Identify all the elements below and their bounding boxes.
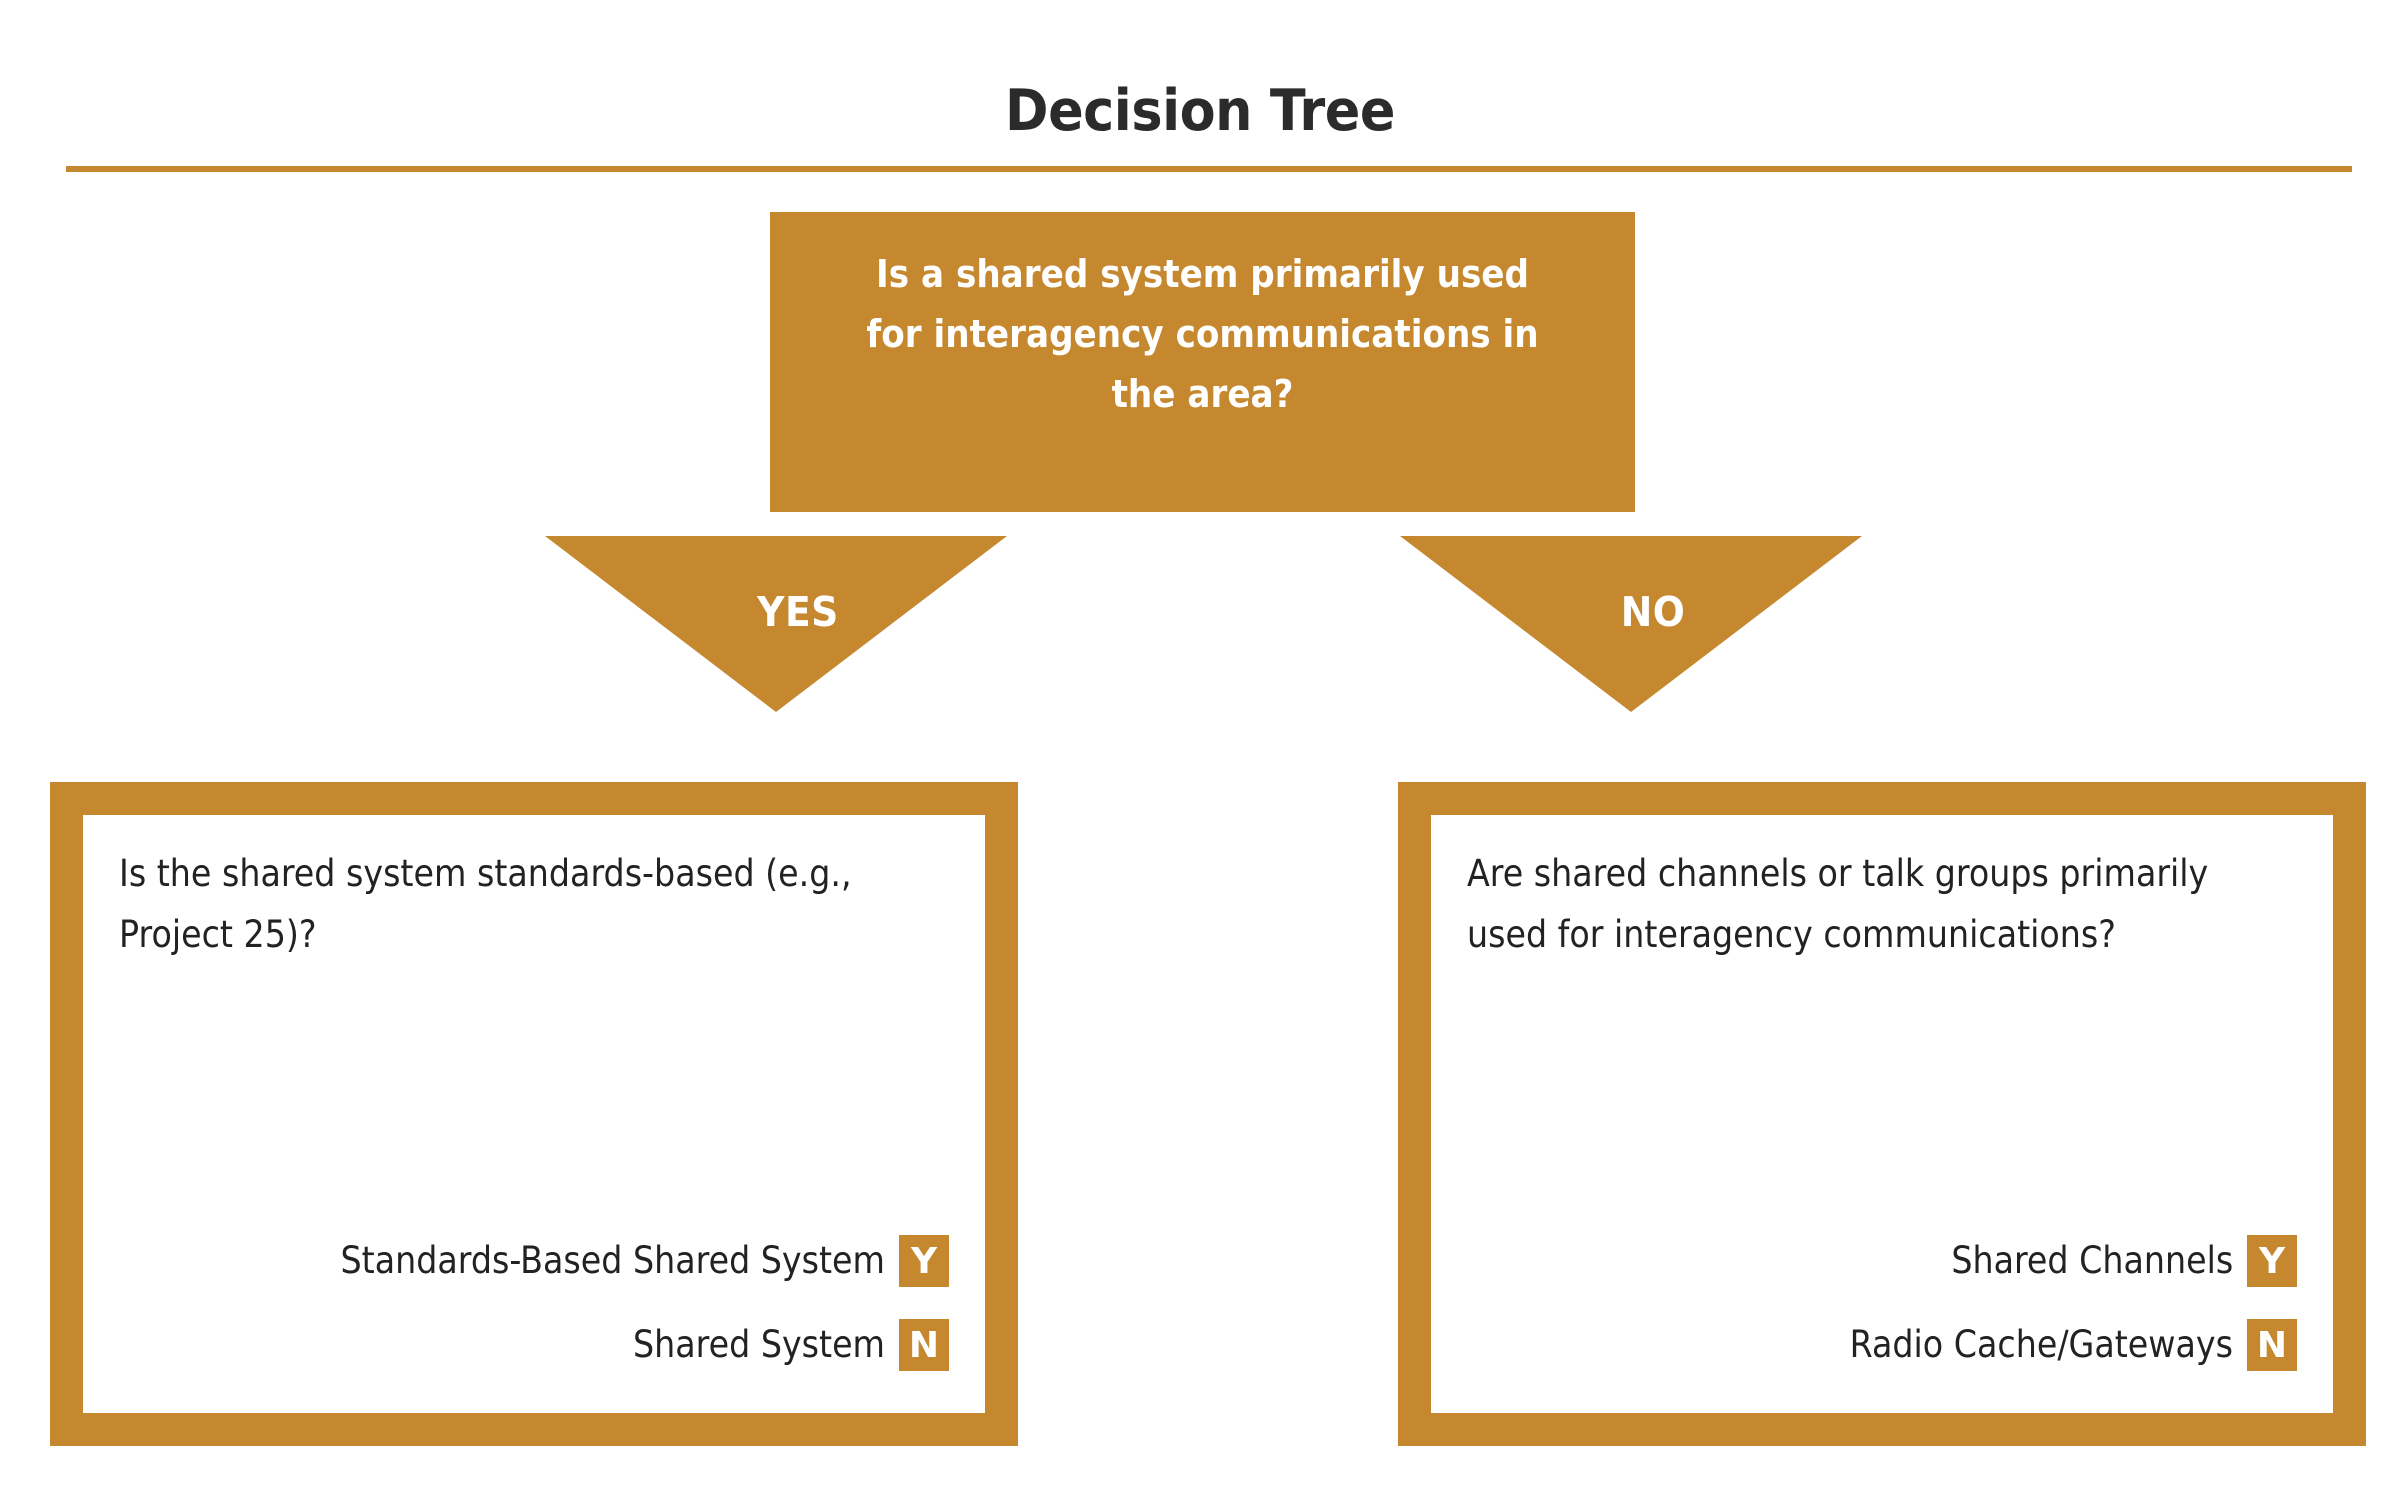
outcome-question-yes: Is the shared system standards-based (e.… [119,852,852,956]
branch-arrow-no: NO [1400,536,1862,712]
option-badge-no: N [2247,1319,2297,1371]
option-row: Shared Channels Y [1467,1235,2297,1287]
option-row: Radio Cache/Gateways N [1467,1319,2297,1371]
outcome-options-yes: Standards-Based Shared System Y Shared S… [119,1203,949,1371]
outcome-box-no: Are shared channels or talk groups prima… [1398,782,2366,1446]
branch-label-no: NO [1620,588,1686,636]
down-arrow-icon [545,536,1007,712]
outcome-box-yes: Is the shared system standards-based (e.… [50,782,1018,1446]
outcome-inner-yes: Is the shared system standards-based (e.… [83,815,985,1413]
title-divider [66,166,2352,172]
option-label: Shared Channels [1951,1239,2233,1282]
outcome-options-no: Shared Channels Y Radio Cache/Gateways N [1467,1203,2297,1371]
option-badge-yes: Y [2247,1235,2297,1287]
option-row: Standards-Based Shared System Y [119,1235,949,1287]
root-question-text: Is a shared system primarily used for in… [866,252,1539,416]
branch-label-yes: YES [757,588,839,636]
option-badge-yes: Y [899,1235,949,1287]
root-question-box: Is a shared system primarily used for in… [770,212,1635,512]
down-arrow-icon [1400,536,1862,712]
branch-arrow-yes: YES [545,536,1007,712]
option-row: Shared System N [119,1319,949,1371]
option-badge-no: N [899,1319,949,1371]
outcome-question-no: Are shared channels or talk groups prima… [1467,852,2209,956]
page-title: Decision Tree [1005,78,1395,144]
option-label: Radio Cache/Gateways [1849,1323,2233,1366]
outcome-inner-no: Are shared channels or talk groups prima… [1431,815,2333,1413]
option-label: Shared System [633,1323,885,1366]
option-label: Standards-Based Shared System [340,1239,885,1282]
